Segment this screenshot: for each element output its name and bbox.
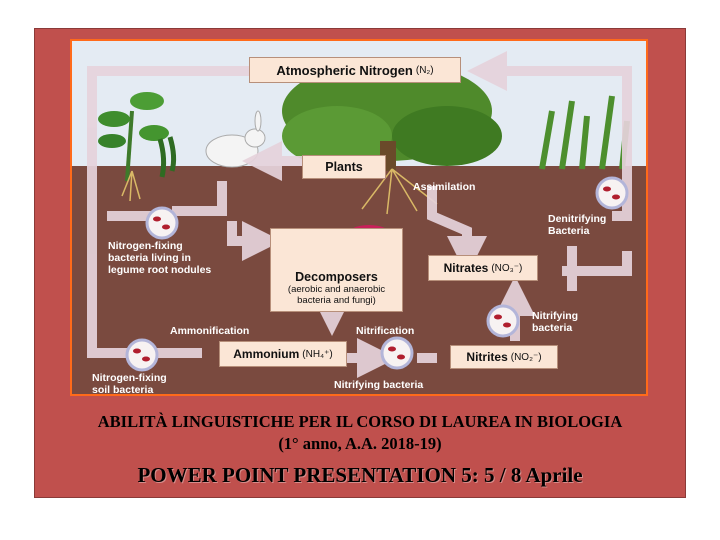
nitrogen-fixing-legume-line-2: bacteria living in	[108, 252, 191, 264]
plants-label: Plants	[325, 160, 363, 174]
denitrifying-line-1: Denitrifying	[548, 213, 607, 225]
bean-plant-icon	[98, 92, 177, 182]
decomposers-sub-2: bacteria and fungi)	[297, 295, 376, 306]
plants-box: Plants	[302, 155, 386, 179]
atmospheric-nitrogen-label: Atmospheric Nitrogen	[276, 62, 413, 78]
nitrogen-fixing-soil-line-2: soil bacteria	[92, 384, 154, 396]
nitrates-formula: (NO₃⁻)	[491, 262, 523, 274]
nitrifying-bacteria-bottom-label: Nitrifying bacteria	[334, 379, 424, 391]
grass-icon	[539, 95, 630, 170]
nitrification-label: Nitrification	[356, 325, 415, 337]
presentation-title: POWER POINT PRESENTATION 5: 5 / 8 Aprile	[137, 463, 583, 487]
assimilation-label: Assimilation	[413, 181, 476, 193]
ammonification-label: Ammonification	[170, 325, 250, 337]
nitrogen-cycle-diagram: Atmospheric Nitrogen (N₂) Plants Assimil…	[70, 39, 648, 396]
nitrites-label: Nitrites	[466, 350, 508, 364]
decomposers-title: Decomposers	[295, 270, 378, 284]
tree-icon	[282, 61, 502, 171]
ammonium-label: Ammonium	[233, 347, 300, 361]
academic-year: (1° anno, A.A. 2018-19)	[278, 434, 442, 453]
atmospheric-nitrogen-box: Atmospheric Nitrogen (N₂)	[249, 57, 461, 83]
roots	[121, 168, 438, 215]
nitrites-formula: (NO₂⁻)	[510, 351, 542, 363]
atmospheric-nitrogen-formula: (N₂)	[415, 64, 434, 76]
nitrogen-fixing-soil-label: Nitrogen-fixing soil bacteria	[92, 372, 167, 396]
nitrifying-bacteria-right-line-2: bacteria	[532, 322, 573, 334]
ammonium-box: Ammonium (NH₄⁺)	[219, 341, 347, 367]
nitrogen-fixing-legume-line-1: Nitrogen-fixing	[108, 240, 183, 252]
nitrates-box: Nitrates (NO₃⁻)	[428, 255, 538, 281]
decomposers-box: Decomposers (aerobic and anaerobic bacte…	[270, 228, 403, 312]
nitrogen-fixing-soil-line-1: Nitrogen-fixing	[92, 372, 167, 384]
cycle-arrows	[87, 51, 632, 378]
course-title: ABILITÀ LINGUISTICHE PER IL CORSO DI LAU…	[97, 412, 623, 431]
nitrifying-bacteria-right-label: Nitrifying bacteria	[532, 310, 578, 334]
nitrifying-bacteria-right-line-1: Nitrifying	[532, 310, 579, 322]
ammonium-formula: (NH₄⁺)	[302, 348, 333, 360]
denitrifying-line-2: Bacteria	[548, 225, 590, 237]
nitrates-label: Nitrates	[443, 261, 489, 275]
denitrifying-label: Denitrifying Bacteria	[548, 213, 606, 237]
decomposers-sub-1: (aerobic and anaerobic	[287, 284, 386, 295]
nitrogen-fixing-legume-line-3: legume root nodules	[108, 264, 212, 276]
nitrogen-fixing-legume-label: Nitrogen-fixing bacteria living in legum…	[108, 240, 211, 276]
nitrites-box: Nitrites (NO₂⁻)	[450, 345, 558, 369]
